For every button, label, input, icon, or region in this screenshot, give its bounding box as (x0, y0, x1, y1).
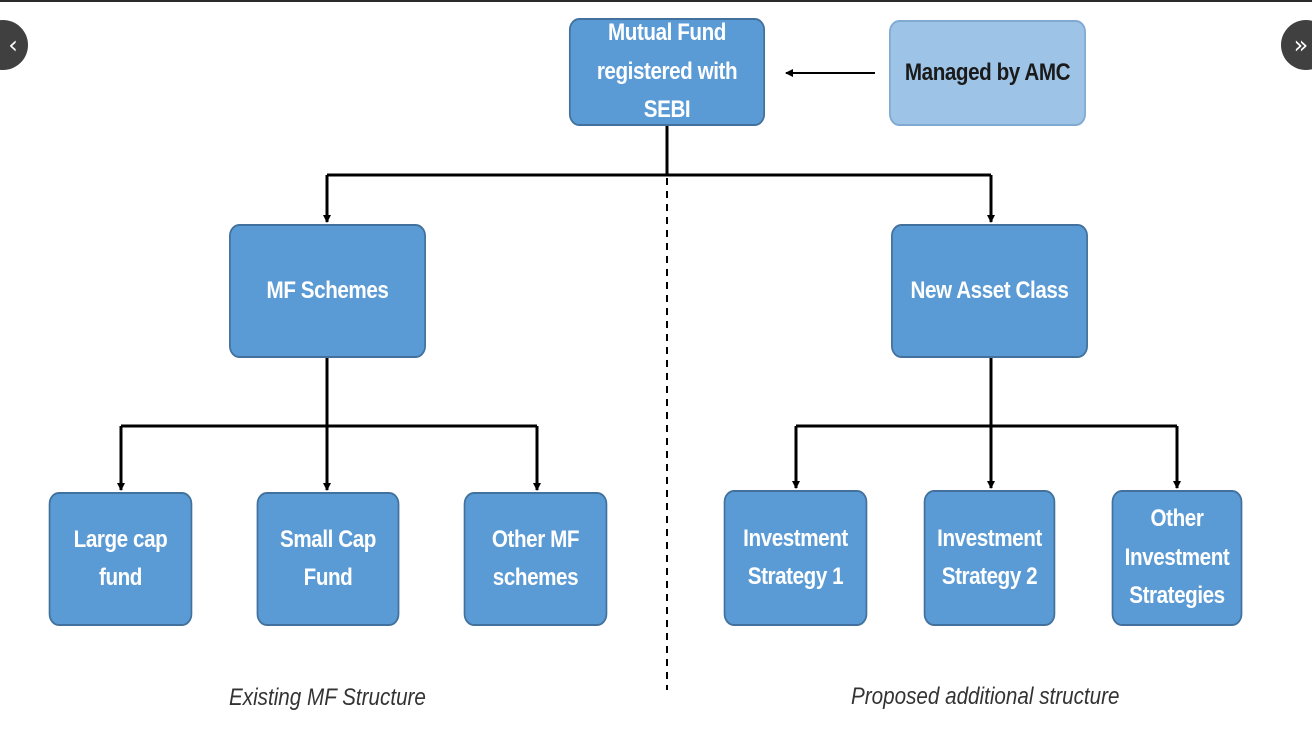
existing-structure-caption: Existing MF Structure (229, 684, 426, 711)
mutual-fund-node: Mutual Fund registered with SEBI (568, 18, 766, 126)
strategy1-node: Investment Strategy 1 (723, 490, 868, 626)
proposed-structure-caption: Proposed additional structure (851, 683, 1120, 710)
small-cap-label: Small Cap Fund (280, 525, 376, 591)
double-chevron-right-icon: » (1293, 31, 1309, 59)
new-asset-class-label: New Asset Class (910, 276, 1069, 304)
mf-schemes-label: MF Schemes (266, 276, 389, 304)
strategy2-label: Investment Strategy 2 (937, 524, 1042, 590)
amc-label: Managed by AMC (904, 58, 1071, 86)
chevron-left-icon: ‹ (8, 31, 18, 59)
large-cap-node: Large cap fund (48, 492, 193, 626)
mutual-fund-label: Mutual Fund registered with SEBI (596, 19, 738, 124)
other-mf-node: Other MF schemes (463, 492, 608, 626)
other-strategies-node: Other Investment Strategies (1111, 490, 1243, 626)
small-cap-node: Small Cap Fund (256, 492, 400, 626)
strategy2-node: Investment Strategy 2 (923, 490, 1056, 626)
other-mf-label: Other MF schemes (491, 525, 580, 591)
large-cap-label: Large cap fund (73, 525, 168, 591)
mf-schemes-node: MF Schemes (229, 224, 426, 358)
new-asset-class-node: New Asset Class (891, 224, 1088, 358)
strategy1-label: Investment Strategy 1 (743, 524, 848, 590)
other-strategies-label: Other Investment Strategies (1124, 505, 1230, 610)
top-border (0, 0, 1312, 2)
amc-node: Managed by AMC (889, 20, 1086, 126)
